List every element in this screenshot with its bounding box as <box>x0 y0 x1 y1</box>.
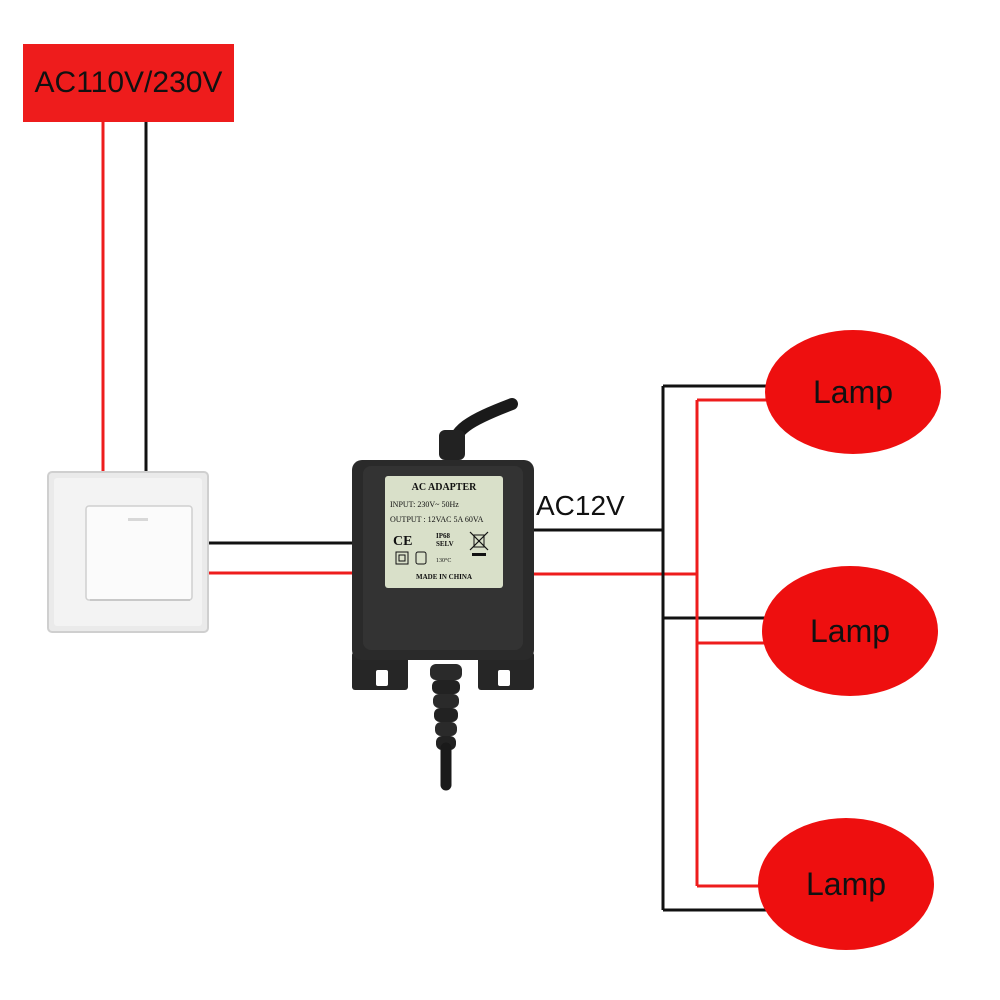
lamp-1-label: Lamp <box>812 373 894 410</box>
ce-mark: CE <box>393 534 412 549</box>
lamp-3-label: Lamp <box>805 865 887 902</box>
wall-switch <box>47 471 209 633</box>
weee-bin-icon <box>469 531 489 556</box>
adapter-input-spec: INPUT: 230V~ 50Hz <box>390 500 459 509</box>
ac-adapter <box>352 460 534 690</box>
lamp-1: Lamp <box>765 330 941 454</box>
adapter-output-cord <box>430 664 462 791</box>
transformer-icon <box>415 551 427 565</box>
adapter-title: AC ADAPTER <box>412 482 478 493</box>
lamp-2-label: Lamp <box>809 612 891 649</box>
adapter-output-spec: OUTPUT : 12VAC 5A 60VA <box>390 515 484 524</box>
power-source-text: AC110V/230V <box>34 66 223 99</box>
output-voltage-label: AC12V <box>536 490 625 521</box>
ip-rating: IP68 <box>436 532 451 540</box>
double-insulation-icon <box>395 551 409 565</box>
made-in: MADE IN CHINA <box>416 573 472 581</box>
selv-mark: SELV <box>436 540 454 548</box>
adapter-label <box>385 476 503 588</box>
power-source-label: AC110V/230V <box>23 44 234 122</box>
temp-mark: 130°C <box>436 557 451 564</box>
lamp-3: Lamp <box>758 818 934 950</box>
lamp-2: Lamp <box>762 566 938 696</box>
